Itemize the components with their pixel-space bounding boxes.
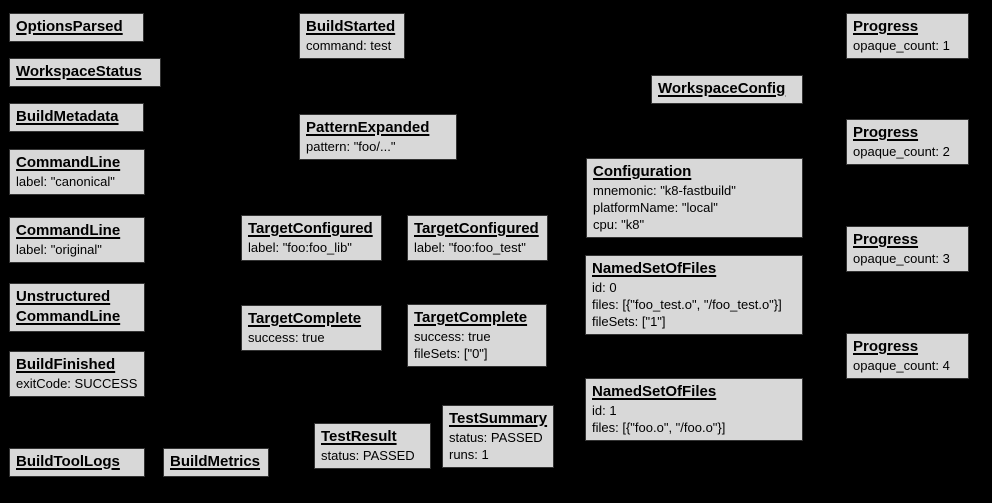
event-box-field: pattern: "foo/..." <box>306 139 396 154</box>
event-box-title: NamedSetOfFiles <box>592 260 717 277</box>
event-box-testsummary: TestSummary status: PASSED runs: 1 <box>442 405 554 468</box>
event-box-field: id: 1 <box>592 403 617 418</box>
event-box-field: label: "foo:foo_test" <box>414 240 526 255</box>
event-box-field: opaque_count: 3 <box>853 251 950 266</box>
event-box-title: TargetConfigured <box>414 220 539 237</box>
event-box-title: CommandLine <box>16 154 121 171</box>
event-box-buildmetadata: BuildMetadata <box>9 103 144 132</box>
event-box-title: CommandLine <box>16 308 121 325</box>
event-box-title: Configuration <box>593 163 692 180</box>
event-box-field: label: "canonical" <box>16 174 115 189</box>
event-box-title: TargetConfigured <box>248 220 373 237</box>
event-box-title: NamedSetOfFiles <box>592 383 717 400</box>
event-box-commandline: CommandLine label: "original" <box>9 217 145 263</box>
event-box-workspacestatus: WorkspaceStatus <box>9 58 161 87</box>
event-box-title: TargetComplete <box>414 309 528 326</box>
event-box-title: TestResult <box>321 428 397 445</box>
event-box-title: BuildMetrics <box>170 453 261 470</box>
event-box-title: BuildFinished <box>16 356 116 373</box>
event-box-progress: Progress opaque_count: 4 <box>846 333 969 379</box>
event-box-field: label: "original" <box>16 242 102 257</box>
event-box-field: status: PASSED <box>321 448 415 463</box>
event-box-title: Progress <box>853 231 919 248</box>
event-box-field: files: [{"foo.o", "/foo.o"}] <box>592 420 726 435</box>
event-box-progress: Progress opaque_count: 3 <box>846 226 969 272</box>
event-box-title: WorkspaceConfig <box>658 80 786 97</box>
event-box-field: mnemonic: "k8-fastbuild" <box>593 183 736 198</box>
event-box-field: label: "foo:foo_lib" <box>248 240 352 255</box>
event-box-title: BuildStarted <box>306 18 396 35</box>
event-box-progress: Progress opaque_count: 2 <box>846 119 969 165</box>
event-box-targetcomplete: TargetComplete success: true <box>241 305 382 351</box>
event-box-namedsetoffiles: NamedSetOfFiles id: 1 files: [{"foo.o", "/… <box>585 378 803 441</box>
event-box-field: opaque_count: 2 <box>853 144 950 159</box>
event-box-field: platformName: "local" <box>593 200 718 215</box>
event-box-buildtoollogs: BuildToolLogs <box>9 448 145 477</box>
event-box-field: success: true <box>248 330 325 345</box>
event-box-buildstarted: BuildStarted command: test <box>299 13 405 59</box>
event-box-commandline: CommandLine label: "canonical" <box>9 149 145 195</box>
event-box-field: exitCode: SUCCESS <box>16 376 138 391</box>
event-box-field: id: 0 <box>592 280 617 295</box>
event-box-title: PatternExpanded <box>306 119 430 136</box>
event-box-field: success: true <box>414 329 491 344</box>
event-box-field: runs: 1 <box>449 447 489 462</box>
event-box-field: opaque_count: 4 <box>853 358 950 373</box>
event-box-title: Progress <box>853 338 919 355</box>
event-box-patternexpanded: PatternExpanded pattern: "foo/..." <box>299 114 457 160</box>
event-box-title: Progress <box>853 124 919 141</box>
event-box-title: Unstructured <box>16 288 111 305</box>
event-box-field: opaque_count: 1 <box>853 38 950 53</box>
event-box-progress: Progress opaque_count: 1 <box>846 13 969 59</box>
event-box-field: cpu: "k8" <box>593 217 645 232</box>
event-box-field: status: PASSED <box>449 430 543 445</box>
event-box-targetcomplete: TargetComplete success: true fileSets: ["0… <box>407 304 547 367</box>
event-box-optionsparsed: OptionsParsed <box>9 13 144 42</box>
event-box-buildmetrics: BuildMetrics <box>163 448 269 477</box>
event-box-field: fileSets: ["0"] <box>414 346 488 361</box>
event-box-configuration: Configuration mnemonic: "k8-fastbuild" pla… <box>586 158 803 238</box>
event-box-title: TestSummary <box>449 410 548 427</box>
event-box-title: WorkspaceStatus <box>16 63 142 80</box>
event-box-field: command: test <box>306 38 392 53</box>
event-box-buildfinished: BuildFinished exitCode: SUCCESS <box>9 351 145 397</box>
event-box-namedsetoffiles: NamedSetOfFiles id: 0 files: [{"foo_test.o… <box>585 255 803 335</box>
event-box-field: files: [{"foo_test.o", "/foo_test.o"}] <box>592 297 782 312</box>
event-box-title: CommandLine <box>16 222 121 239</box>
event-box-targetconfigured: TargetConfigured label: "foo:foo_lib" <box>241 215 382 261</box>
event-box-title: TargetComplete <box>248 310 362 327</box>
event-box-title: OptionsParsed <box>16 18 123 35</box>
event-box-testresult: TestResult status: PASSED <box>314 423 431 469</box>
event-box-title: BuildToolLogs <box>16 453 120 470</box>
event-box-title: BuildMetadata <box>16 108 119 125</box>
event-box-workspaceconfig: WorkspaceConfig <box>651 75 803 104</box>
event-box-title: Progress <box>853 18 919 35</box>
event-box-field: fileSets: ["1"] <box>592 314 666 329</box>
event-box-targetconfigured: TargetConfigured label: "foo:foo_test" <box>407 215 548 261</box>
